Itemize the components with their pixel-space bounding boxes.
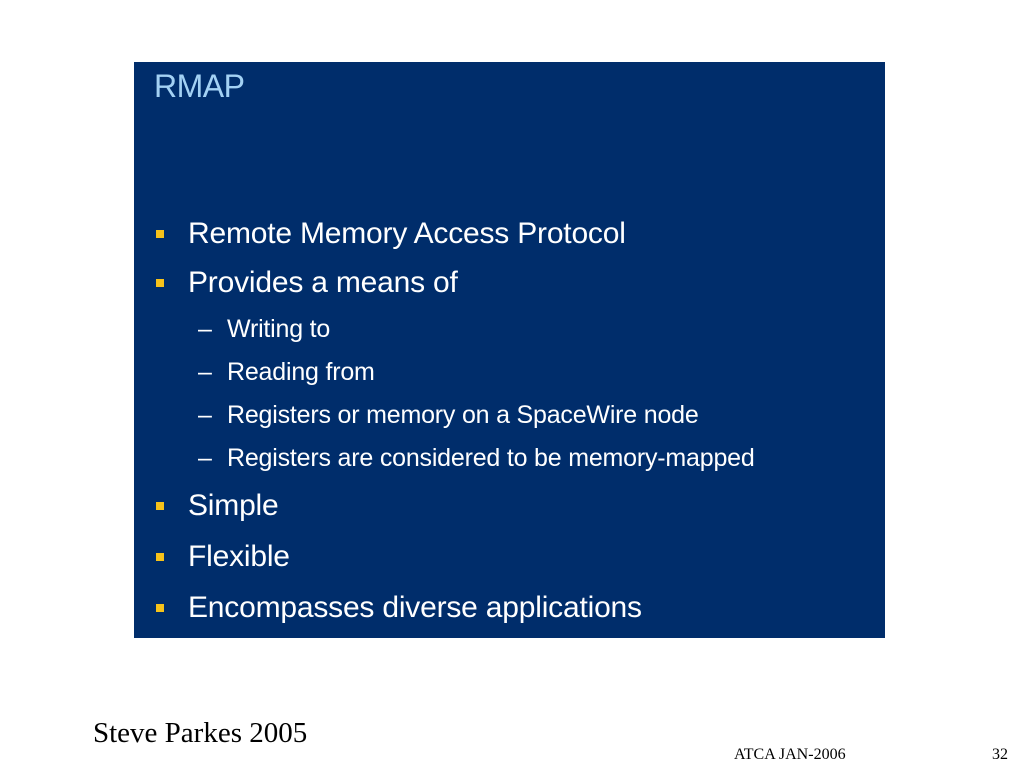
dash-marker: – bbox=[198, 443, 212, 472]
bullet-square-icon bbox=[156, 604, 164, 612]
bullet-square-icon bbox=[156, 279, 164, 287]
bullet-text: Provides a means of bbox=[188, 266, 458, 299]
slide-title: RMAP bbox=[154, 68, 245, 104]
bullet-square-icon bbox=[156, 553, 164, 561]
bullet-square-icon bbox=[156, 230, 164, 238]
sub-bullet-text: Writing to bbox=[227, 314, 331, 343]
sub-bullet-text: Registers are considered to be memory-ma… bbox=[227, 443, 755, 472]
dash-marker: – bbox=[198, 314, 212, 343]
footer-event: ATCA JAN-2006 bbox=[734, 746, 846, 763]
bullet-square-icon bbox=[156, 502, 164, 510]
bullet-text: Encompasses diverse applications bbox=[188, 591, 642, 624]
sub-bullet-text: Reading from bbox=[227, 357, 375, 386]
bullet-text: Flexible bbox=[188, 540, 290, 573]
bullet-text: Simple bbox=[188, 489, 279, 522]
dash-marker: – bbox=[198, 357, 212, 386]
bullet-text: Remote Memory Access Protocol bbox=[188, 217, 626, 250]
slide-panel: RMAP Remote Memory Access Protocol Provi… bbox=[134, 62, 885, 638]
dash-marker: – bbox=[198, 400, 212, 429]
footer-author: Steve Parkes 2005 bbox=[93, 717, 308, 749]
sub-bullet-text: Registers or memory on a SpaceWire node bbox=[227, 400, 699, 429]
page-number: 32 bbox=[992, 746, 1008, 763]
